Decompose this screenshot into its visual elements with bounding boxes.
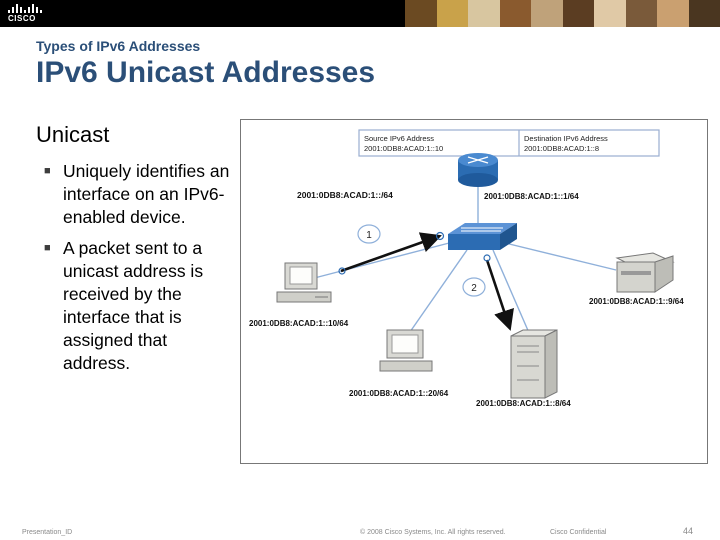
source-address-header: Source IPv6 Address [364, 134, 434, 143]
footer-page-number: 44 [683, 526, 694, 536]
step2-badge: 2 [462, 277, 486, 297]
banner-photo [657, 0, 689, 27]
router-right-label: 2001:0DB8:ACAD:1::1/64 [484, 192, 579, 201]
printer-icon [615, 252, 675, 293]
step2-arrow [485, 259, 514, 331]
bullet-item: ■ A packet sent to a unicast address is … [44, 237, 234, 375]
pc-bottom-icon [379, 329, 433, 372]
packet-address-table: Source IPv6 Address 2001:0DB8:ACAD:1::10… [358, 129, 660, 157]
banner-photo-strip [405, 0, 720, 27]
destination-address-header: Destination IPv6 Address [524, 134, 608, 143]
printer-address-label: 2001:0DB8:ACAD:1::9/64 [589, 297, 684, 306]
footer-presentation-id: Presentation_ID [22, 529, 73, 536]
banner-photo [594, 0, 626, 27]
destination-address-value: 2001:0DB8:ACAD:1::8 [524, 144, 599, 153]
pc-bottom-address-label: 2001:0DB8:ACAD:1::20/64 [349, 389, 449, 398]
source-address-value: 2001:0DB8:ACAD:1::10 [364, 144, 443, 153]
server-icon [510, 329, 558, 399]
step1-badge: 1 [357, 224, 381, 244]
bullet-square-icon: ■ [44, 165, 51, 177]
step1-endpoint [435, 231, 445, 241]
bullet-square-icon: ■ [44, 242, 51, 254]
pc-left-address-label: 2001:0DB8:ACAD:1::10/64 [249, 319, 349, 328]
banner-photo [499, 0, 531, 27]
step1-arrow [340, 232, 442, 273]
router-icon [458, 153, 498, 187]
router-left-label: 2001:0DB8:ACAD:1::/64 [297, 190, 393, 200]
step2-start-point [483, 254, 491, 262]
slide-title: IPv6 Unicast Addresses [36, 56, 376, 89]
banner-photo [468, 0, 500, 27]
network-diagram: Source IPv6 Address 2001:0DB8:ACAD:1::10… [240, 119, 708, 464]
bullet-text: A packet sent to a unicast address is re… [63, 238, 204, 373]
pc-left-icon [276, 262, 332, 303]
bullet-text: Uniquely identifies an interface on an I… [63, 161, 230, 227]
top-banner: CISCO [0, 0, 720, 27]
banner-photo [436, 0, 468, 27]
slide-subtitle: Types of IPv6 Addresses [36, 38, 201, 54]
cisco-bars-icon [8, 4, 42, 13]
switch-icon [448, 223, 517, 250]
footer-confidential: Cisco Confidential [550, 529, 607, 536]
step1-start-point [338, 267, 346, 275]
banner-photo [625, 0, 657, 27]
banner-photo [562, 0, 594, 27]
bullet-item: ■ Uniquely identifies an interface on an… [44, 160, 234, 229]
logo-text: CISCO [8, 14, 36, 23]
footer-copyright: © 2008 Cisco Systems, Inc. All rights re… [360, 529, 506, 536]
cisco-logo: CISCO [8, 4, 42, 24]
banner-photo [405, 0, 437, 27]
section-heading: Unicast [36, 122, 110, 147]
step2-number: 2 [471, 283, 477, 294]
banner-photo [688, 0, 720, 27]
bullet-list: ■ Uniquely identifies an interface on an… [44, 160, 234, 383]
server-address-label: 2001:0DB8:ACAD:1::8/64 [476, 399, 571, 408]
banner-photo [531, 0, 563, 27]
step1-number: 1 [366, 230, 372, 241]
